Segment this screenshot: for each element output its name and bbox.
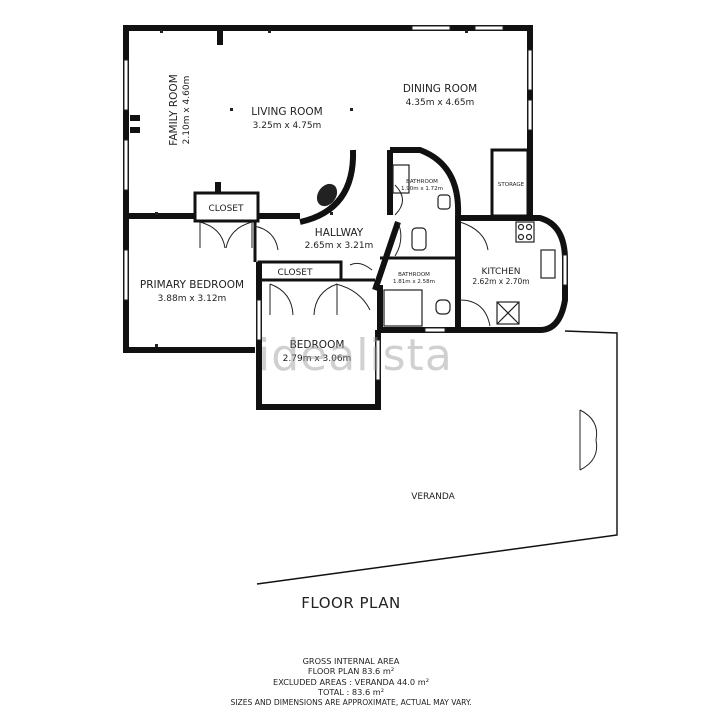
hallway-label: HALLWAY xyxy=(315,227,364,239)
disclaimer: SIZES AND DIMENSIONS ARE APPROXIMATE, AC… xyxy=(230,698,472,707)
floor-plan-area: FLOOR PLAN 83.6 m² xyxy=(307,666,395,676)
dining-room-dims: 4.35m x 4.65m xyxy=(406,98,475,108)
primary-bedroom-dims: 3.88m x 3.12m xyxy=(158,294,227,304)
bedroom-dims: 2.79m x 3.06m xyxy=(283,354,352,364)
room-labels: FAMILY ROOM 2.10m x 4.60m LIVING ROOM 3.… xyxy=(140,74,530,502)
watermark: idealista xyxy=(258,330,453,381)
storage-label: STORAGE xyxy=(498,182,525,188)
fixtures xyxy=(155,30,556,347)
family-room-dims: 2.10m x 4.60m xyxy=(182,76,192,145)
kitchen-label: KITCHEN xyxy=(482,267,521,277)
veranda-outline xyxy=(256,330,618,585)
bathroom-1-label: BATHROOM xyxy=(406,179,438,185)
gross-internal-area-label: GROSS INTERNAL AREA xyxy=(302,656,400,666)
bedroom-label: BEDROOM xyxy=(290,339,345,351)
bathroom-2-dims: 1.81m x 2.58m xyxy=(393,279,435,285)
hallway-dims: 2.65m x 3.21m xyxy=(305,241,374,251)
windows xyxy=(123,25,568,381)
closet-1-label: CLOSET xyxy=(209,204,244,214)
veranda-label: VERANDA xyxy=(411,492,455,502)
dining-room-label: DINING ROOM xyxy=(403,83,477,95)
primary-bedroom-label: PRIMARY BEDROOM xyxy=(140,279,244,291)
living-room-label: LIVING ROOM xyxy=(251,106,322,118)
total-area: TOTAL : 83.6 m² xyxy=(317,687,385,697)
kitchen-dims: 2.62m x 2.70m xyxy=(472,277,529,286)
excluded-areas: EXCLUDED AREAS : VERANDA 44.0 m² xyxy=(273,677,429,687)
bathroom-1-dims: 1.90m x 1.72m xyxy=(401,186,443,192)
family-room-label: FAMILY ROOM xyxy=(168,74,180,146)
floor-plan-title: FLOOR PLAN xyxy=(301,594,401,612)
closet-2-label: CLOSET xyxy=(278,268,313,278)
bathroom-2-label: BATHROOM xyxy=(398,272,430,278)
living-room-dims: 3.25m x 4.75m xyxy=(253,121,322,131)
floor-plan-drawing: FAMILY ROOM 2.10m x 4.60m LIVING ROOM 3.… xyxy=(123,25,618,585)
doors xyxy=(199,184,491,327)
